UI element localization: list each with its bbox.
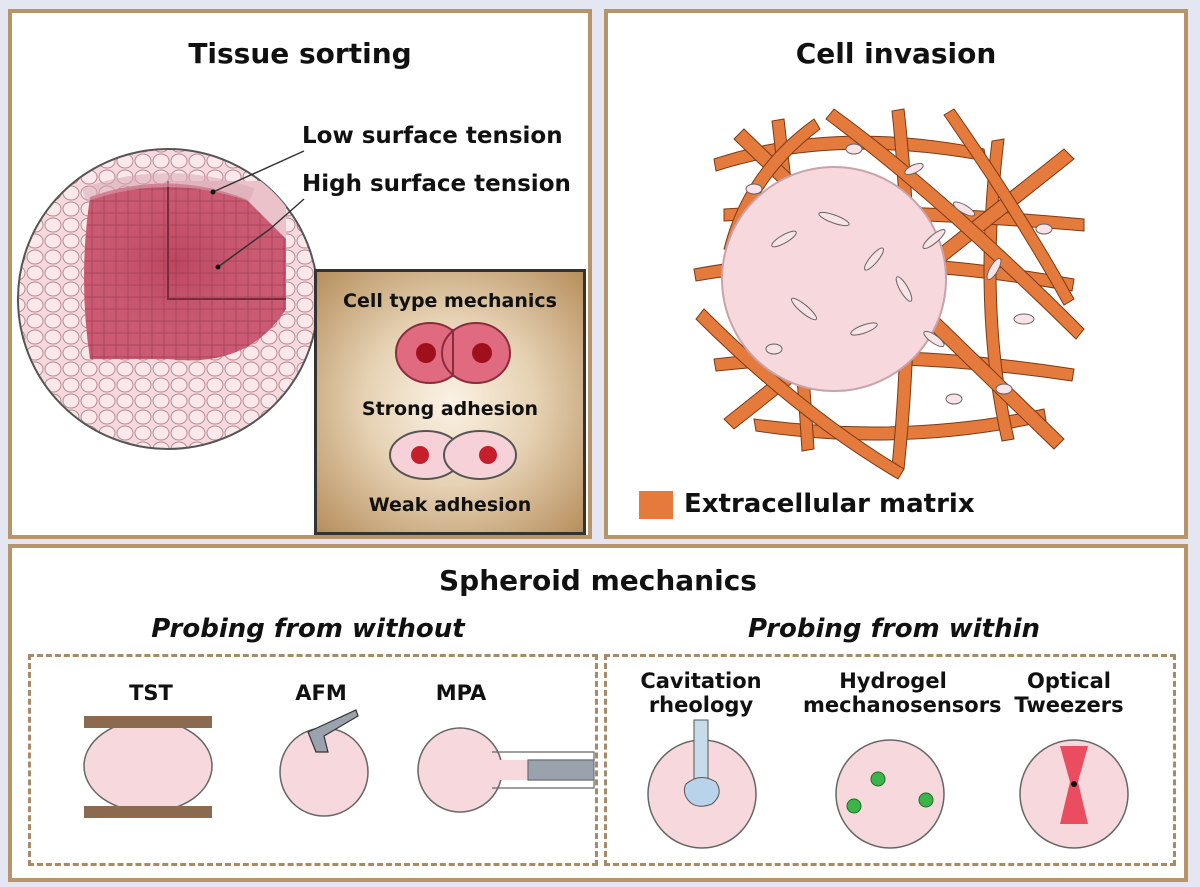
mpa-label: MPA [435,681,487,705]
weak-adhesion-cells [389,430,517,480]
strong-adhesion-label: Strong adhesion [361,398,539,420]
probing-within-box: Cavitation rheology Hydrogel mechanosens… [604,654,1176,866]
cavitation-label-line1: Cavitation [640,669,762,693]
inset-title: Cell type mechanics [343,290,557,312]
optical-label-line2: Tweezers [1014,693,1124,717]
hydrogel-label-line1: Hydrogel [839,669,947,693]
tst-label: TST [129,681,173,705]
weak-adhesion-label: Weak adhesion [368,494,532,516]
cavitation-label-line2: rheology [648,693,754,717]
cell-invasion-title: Cell invasion [795,37,997,70]
probing-within-heading: Probing from within [747,614,1041,644]
mpa-diagram [417,727,595,813]
invasion-illustration [693,108,1085,480]
afm-diagram [279,709,369,817]
high-tension-label: High surface tension [302,171,571,197]
tst-diagram [83,716,213,818]
low-tension-label: Low surface tension [302,123,563,149]
optical-label-line1: Optical [1027,669,1111,693]
optical-tweezers-label: Optical Tweezers [999,669,1139,717]
strong-adhesion-cells [395,322,511,384]
cell-type-mechanics-inset: Cell type mechanics Strong adhesion Weak… [314,269,586,535]
without-methods-illustration [83,709,595,818]
tissue-sphere-illustration [17,148,319,450]
optical-tweezers-diagram [1019,739,1129,849]
within-methods-illustration [647,719,1129,849]
hydrogel-diagram [835,739,945,849]
spheroid [721,166,947,392]
tissue-sorting-panel: Tissue sorting Low surface tension High … [8,9,592,539]
ecm-legend-label: Extracellular matrix [684,489,975,519]
spheroid-mechanics-panel: Spheroid mechanics Probing from without … [8,544,1188,882]
spheroid-mechanics-title: Spheroid mechanics [439,564,757,597]
probing-without-box: TST AFM MPA [28,654,598,866]
cell-invasion-panel: Cell invasion [604,9,1188,539]
hydrogel-label-line2: mechanosensors [803,693,1002,717]
hydrogel-mechanosensors-label: Hydrogel mechanosensors [803,669,1002,717]
ecm-legend-swatch [639,491,673,519]
cell-pairs-illustration [389,322,517,480]
cavitation-diagram [647,719,757,849]
tissue-sorting-title: Tissue sorting [188,37,412,70]
cavitation-rheology-label: Cavitation rheology [631,669,771,717]
afm-label: AFM [295,681,347,705]
probing-without-heading: Probing from without [151,614,465,644]
invading-cells [745,143,1053,405]
